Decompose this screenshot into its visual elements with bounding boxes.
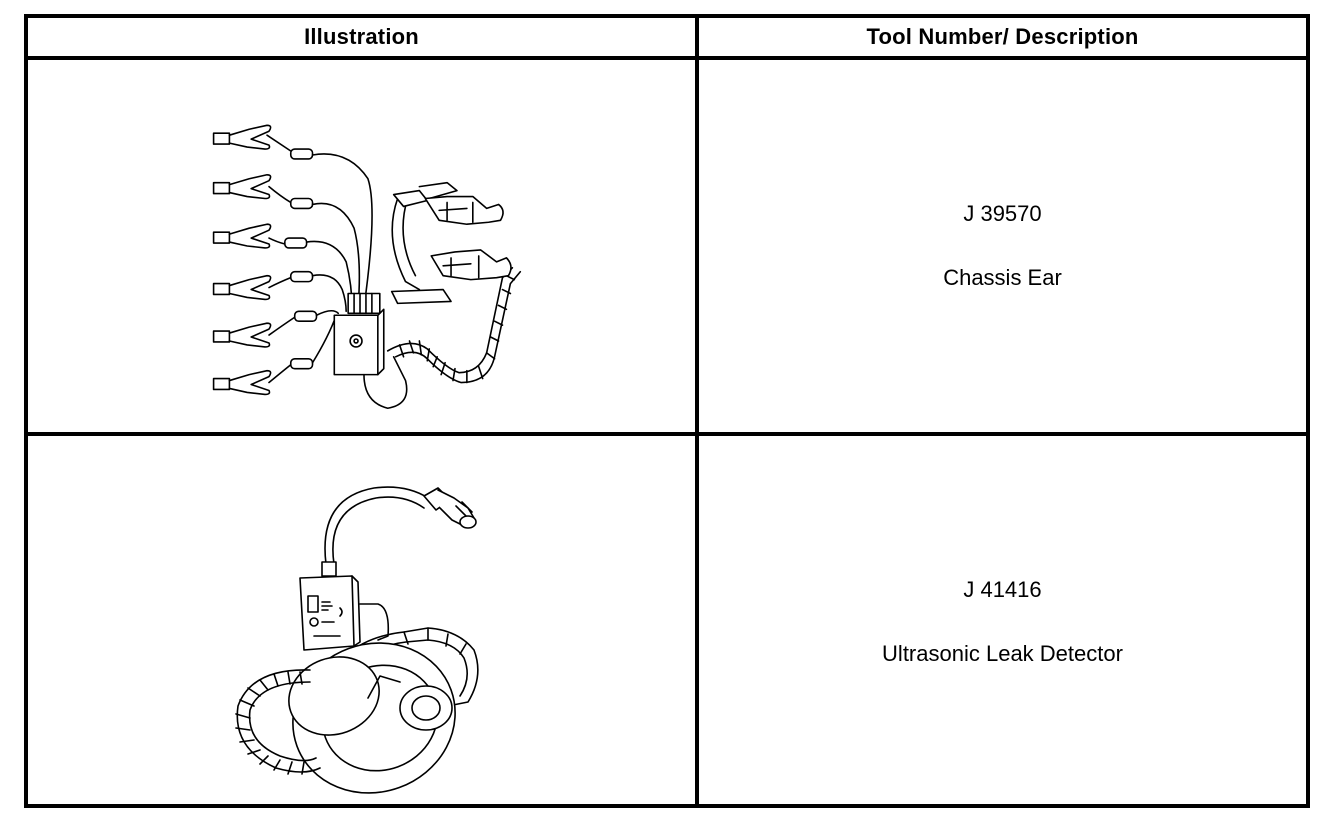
clamp-lead-5 [214, 311, 339, 347]
probe-cable [325, 487, 476, 564]
header-illustration: Illustration [28, 18, 695, 56]
tool-table: Illustration Tool Number/ Description [24, 14, 1310, 808]
chassis-ear-clamps-illustration [28, 60, 695, 432]
description-cell: J 39570 Chassis Ear [699, 60, 1306, 432]
control-box [334, 293, 406, 408]
clamp-lead-3 [214, 224, 353, 309]
ear-cups [272, 620, 477, 808]
description-cell: J 41416 Ultrasonic Leak Detector [699, 436, 1306, 808]
clamp-lead-1 [214, 125, 372, 307]
header-tool-description: Tool Number/ Description [699, 18, 1306, 56]
clamp-lead-4 [214, 272, 347, 312]
tool-description: Ultrasonic Leak Detector [882, 641, 1123, 666]
column-divider [695, 436, 699, 808]
illustration-cell [28, 436, 695, 808]
header-tool-description-label: Tool Number/ Description [866, 24, 1139, 49]
illustration-cell [28, 60, 695, 432]
ultrasonic-headphones-illustration [28, 436, 695, 808]
tool-number: J 41416 [963, 577, 1042, 602]
header-row: Illustration Tool Number/ Description [28, 18, 1306, 60]
tool-description: Chassis Ear [943, 265, 1062, 290]
detector-unit [300, 562, 388, 650]
ear-clamp-assembly [392, 183, 511, 304]
clamp-lead-6 [214, 315, 337, 394]
column-divider [695, 18, 699, 56]
coiled-cable [388, 268, 521, 383]
coiled-cord [236, 670, 320, 774]
tool-number: J 39570 [963, 201, 1042, 226]
table-row: J 41416 Ultrasonic Leak Detector [28, 436, 1306, 808]
table-row: J 39570 Chassis Ear [28, 60, 1306, 436]
column-divider [695, 60, 699, 432]
clamp-lead-2 [214, 175, 360, 308]
header-illustration-label: Illustration [304, 24, 419, 49]
